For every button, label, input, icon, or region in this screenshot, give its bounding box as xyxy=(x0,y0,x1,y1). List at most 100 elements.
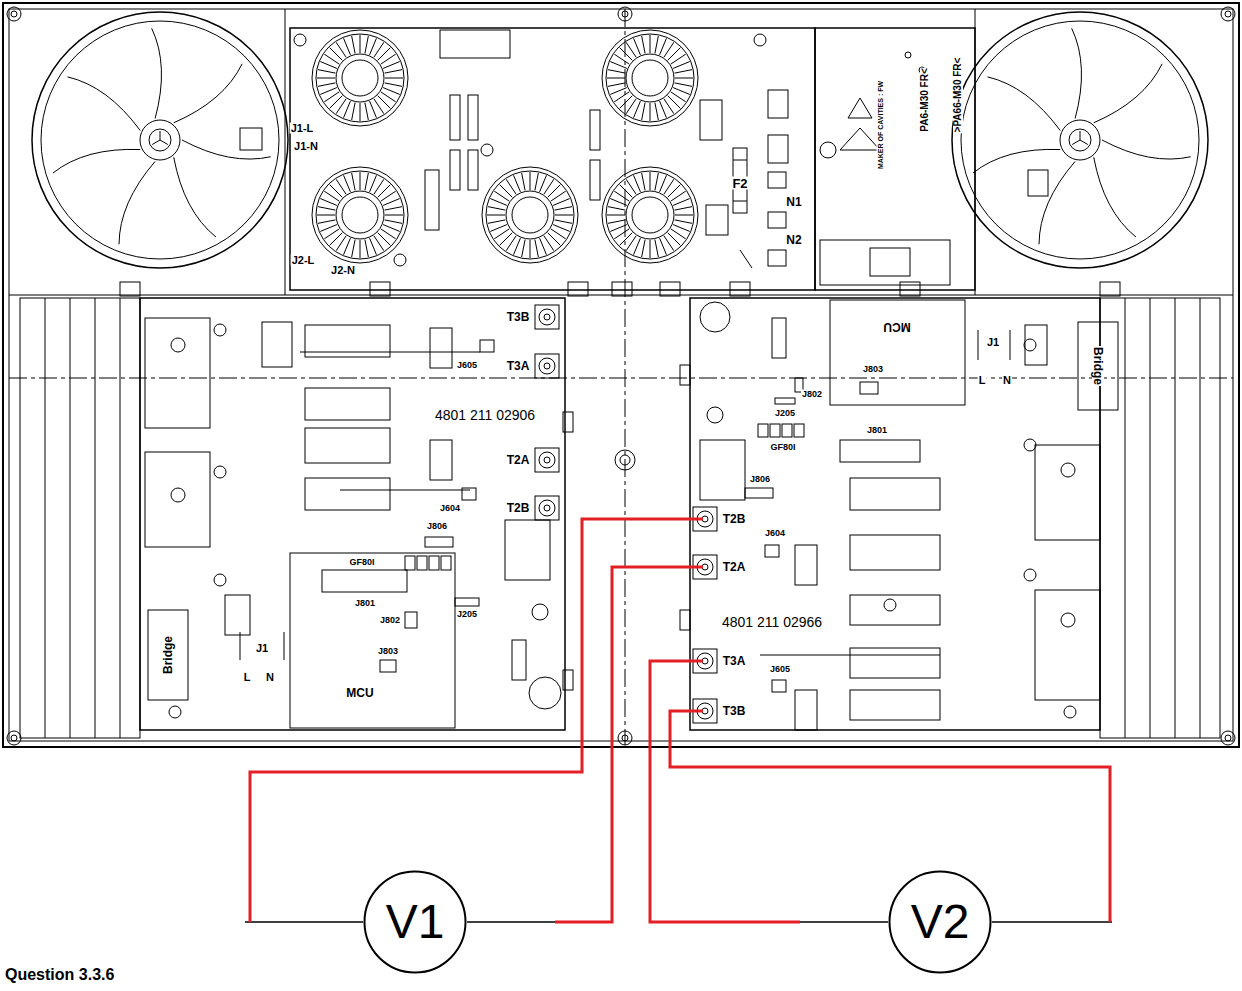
toroid-winding xyxy=(317,215,335,216)
toroid-coil xyxy=(482,167,578,263)
toroid-winding xyxy=(385,215,403,216)
chip xyxy=(405,556,415,570)
power-board xyxy=(140,298,565,730)
screw xyxy=(294,34,306,46)
toroid-winding xyxy=(650,103,651,121)
connector xyxy=(840,440,920,462)
heatsink xyxy=(20,298,140,738)
connector-name: J205 xyxy=(456,610,478,619)
toroid-winding xyxy=(344,101,351,118)
toroid-winding xyxy=(650,172,651,190)
clip xyxy=(680,365,690,385)
transistor-mount xyxy=(145,452,210,547)
connector-name: J605 xyxy=(456,361,478,370)
meter-circle xyxy=(365,872,466,973)
voltmeter-circle: V1 xyxy=(363,870,467,974)
component xyxy=(512,640,526,680)
component xyxy=(440,30,510,58)
fan-hub-mark xyxy=(152,140,160,145)
toroid-winding xyxy=(318,207,336,211)
capacitor xyxy=(590,110,600,150)
mcu-board xyxy=(830,300,965,405)
toroid-winding xyxy=(673,88,690,95)
terminal-name: T2A xyxy=(722,561,747,573)
fan-hub-mark xyxy=(1080,131,1081,140)
relay xyxy=(850,648,940,678)
toroid-winding xyxy=(385,78,403,79)
connector-name: J802 xyxy=(801,390,823,399)
toroid-winding xyxy=(642,103,646,121)
meter-lead xyxy=(800,921,888,923)
transformer xyxy=(505,520,550,580)
fan-hub xyxy=(149,129,171,151)
fan-rim xyxy=(961,21,1199,259)
clip xyxy=(900,282,920,296)
fuse xyxy=(733,160,747,161)
connector xyxy=(462,488,476,500)
toroid-winding xyxy=(634,101,641,118)
toroid-winding xyxy=(660,238,667,255)
fan-hub xyxy=(1060,120,1100,160)
toroid-winding xyxy=(671,191,686,201)
toroid-winding xyxy=(553,199,570,206)
screw xyxy=(481,144,493,156)
relay xyxy=(850,535,940,570)
connector xyxy=(405,612,417,628)
toroid-coil xyxy=(342,60,378,96)
terminal-screw xyxy=(544,457,550,463)
clip xyxy=(120,282,140,296)
toroid-winding xyxy=(660,101,667,118)
capacitor xyxy=(529,677,561,709)
terminal-screw xyxy=(539,452,555,468)
toroid-winding xyxy=(318,220,336,224)
screw xyxy=(820,142,836,158)
toroid-winding xyxy=(655,240,659,258)
toroid-winding xyxy=(675,207,693,211)
filter-board xyxy=(290,28,815,290)
heatsink-fin xyxy=(70,298,71,738)
toroid-winding xyxy=(626,179,636,194)
connector-name: J803 xyxy=(862,365,884,374)
connector xyxy=(772,680,786,692)
toroid-winding xyxy=(530,240,531,258)
relay xyxy=(850,478,940,510)
screw xyxy=(214,574,226,586)
connector-name: J1-N xyxy=(293,141,319,152)
screw xyxy=(1064,706,1076,718)
fan-rim xyxy=(41,21,279,259)
toroid-winding xyxy=(675,220,693,224)
jumper xyxy=(1010,330,1011,360)
connector-name: J1 xyxy=(255,643,269,654)
screw xyxy=(171,488,185,502)
connector-name: J604 xyxy=(764,529,786,538)
toroid-winding xyxy=(324,229,339,239)
toroid-winding xyxy=(488,207,506,211)
screw xyxy=(884,599,896,611)
pin-name: N xyxy=(265,672,275,683)
heatsink-fin xyxy=(1125,298,1126,738)
toroid-winding xyxy=(320,199,337,206)
connector xyxy=(775,398,795,404)
component xyxy=(740,250,752,268)
toroid-winding xyxy=(555,220,573,224)
toroid-winding xyxy=(514,175,521,192)
toroid-winding xyxy=(650,240,651,258)
fan-housing xyxy=(952,12,1208,268)
board-number: 4801 211 02906 xyxy=(434,408,536,422)
toroid-coil xyxy=(626,191,674,239)
meter-label: V2 xyxy=(911,898,970,946)
moulding-mark: MAKER OF CAVITIES : FW xyxy=(877,80,884,170)
toroid-winding xyxy=(608,70,626,74)
clip xyxy=(370,282,390,296)
toroid-winding xyxy=(360,172,361,190)
mcu-board xyxy=(290,553,455,728)
toroid-winding xyxy=(634,175,641,192)
fan-connector xyxy=(1028,170,1048,196)
meter-circle xyxy=(890,872,991,973)
toroid-winding xyxy=(675,70,693,74)
chip xyxy=(429,556,439,570)
toroid-winding xyxy=(642,36,646,54)
heatsink-fin xyxy=(1175,298,1176,738)
